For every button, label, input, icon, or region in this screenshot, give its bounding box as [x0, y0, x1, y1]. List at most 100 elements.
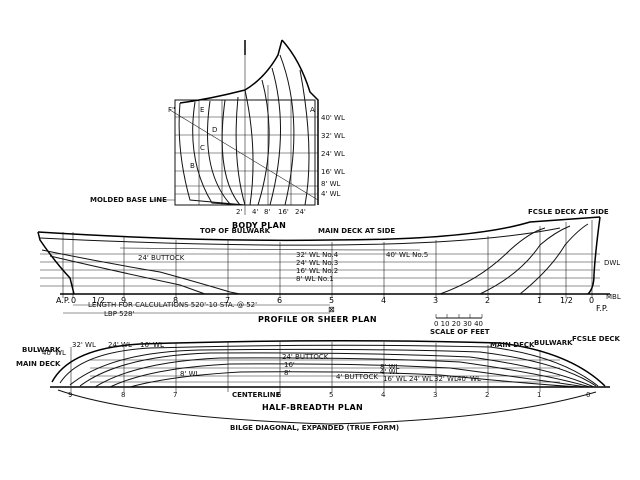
- profile-station-label: 0: [589, 296, 594, 305]
- profile-buttock-fore-2: [479, 225, 571, 295]
- profile-dwl-label: DWL: [604, 259, 620, 267]
- bilge-diagonal-label: BILGE DIAGONAL, EXPANDED (TRUE FORM): [230, 424, 399, 432]
- scale-bar: 0 10 20 30 40 SCALE OF FEET: [430, 314, 490, 336]
- hb-wl-left-label: 8' WL: [180, 370, 200, 378]
- body-plan-section-label: D: [212, 126, 217, 134]
- body-plan-forward-profile: [244, 39, 319, 205]
- half-breadth-plan: BULWARK MAIN DECK 40' WL 32' WL 24' WL 1…: [16, 335, 620, 432]
- profile-bow-contour: [587, 216, 601, 295]
- profile-station-label: 1: [537, 296, 542, 305]
- body-plan-bottom-number: 4': [252, 208, 258, 216]
- hb-station-number: 4: [381, 391, 386, 399]
- profile-station-label: 7: [225, 296, 230, 305]
- body-plan-bottom-number: 8': [264, 208, 270, 216]
- body-plan-wl-label: 8' WL: [321, 180, 341, 188]
- hb-bulwark-right-label: BULWARK: [534, 339, 573, 347]
- profile-station-label: 1/2: [92, 296, 105, 305]
- body-plan-wl-label: 40' WL: [321, 114, 345, 122]
- hb-station-number: 5: [329, 391, 333, 399]
- hb-wl-right-label: 40' WL: [457, 375, 481, 383]
- half-breadth-bulwark: [51, 339, 606, 387]
- half-breadth-buttock-lines: [90, 359, 560, 383]
- profile-station-lines: [62, 220, 593, 298]
- body-plan-wl-label: 4' WL: [321, 190, 341, 198]
- half-breadth-main-deck: [59, 344, 599, 387]
- body-plan-bottom-number: 16': [278, 208, 289, 216]
- profile-mbl-label: MBL: [606, 293, 621, 301]
- hb-wl-right-label: 24' WL: [409, 375, 433, 383]
- profile-diagonal: [119, 247, 421, 251]
- hb-station-number: 9: [68, 391, 72, 399]
- scale-numbers: 0 10 20 30 40: [434, 320, 483, 328]
- body-plan-bottom-number: 24': [295, 208, 306, 216]
- profile-station-label: 8: [173, 296, 178, 305]
- hb-station-number: 2: [485, 391, 489, 399]
- body-plan-wl-label: 16' WL: [321, 168, 345, 176]
- hb-station-number: 1: [537, 391, 541, 399]
- body-plan-wl-label: 32' WL: [321, 132, 345, 140]
- hb-wl-left-label: 24' WL: [108, 341, 132, 349]
- profile-stern-contour: [37, 231, 75, 295]
- hb-fcsle-deck-label: FCSLE DECK: [572, 335, 620, 343]
- body-plan-bottom-number: 2': [236, 208, 242, 216]
- profile-wl-label: 24' WL No.3: [296, 259, 338, 267]
- body-plan-section-label: E: [200, 106, 204, 114]
- profile-wl-label: 32' WL No.4: [296, 251, 339, 259]
- profile-buttock-fore-3: [519, 223, 589, 295]
- profile-fcsle-deck-label: FCSLE DECK AT SIDE: [528, 208, 609, 216]
- bilge-diagonal-expanded: [57, 389, 597, 425]
- hb-bulwark-left-label: BULWARK: [22, 346, 61, 354]
- hb-wl-left-label: 16' WL: [140, 341, 164, 349]
- hb-wl-right-label: 32' WL: [434, 375, 458, 383]
- profile-station-label: A.P.: [56, 296, 70, 305]
- hb-wl-right-label: 4' WL: [380, 368, 400, 376]
- body-plan-diagonal: [169, 109, 319, 201]
- body-plan-waterline-grid: [175, 116, 318, 195]
- body-plan-deck-line: [179, 39, 283, 104]
- profile-station-label: 5: [329, 296, 334, 305]
- hb-wl-right-label: 16' WL: [383, 375, 407, 383]
- hb-buttock-label: 24' BUTTOCK: [282, 353, 329, 361]
- body-plan-section-label: F": [168, 106, 175, 114]
- profile-station-label: 3: [433, 296, 438, 305]
- profile-wl-label: 8' WL No.1: [296, 275, 334, 283]
- profile-midship-mark: ⊠: [328, 305, 335, 314]
- profile-station-label: 2: [485, 296, 490, 305]
- body-plan: F" E D C B A 40' WL 32' WL 24' WL 16' WL…: [90, 39, 345, 230]
- body-plan-wl-label: 24' WL: [321, 150, 345, 158]
- body-plan-title: BODY PLAN: [232, 221, 286, 230]
- body-plan-section-label: B: [190, 162, 195, 170]
- profile-buttock-fore-1: [439, 227, 546, 295]
- body-plan-aft-sections: [178, 96, 246, 206]
- hb-main-deck-left-label: MAIN DECK: [16, 360, 61, 368]
- body-plan-buttock-grid: [198, 55, 292, 205]
- hb-centerline-label: CENTERLINE: [232, 391, 281, 399]
- body-plan-section-label: A: [310, 106, 315, 114]
- profile-station-label: 4: [381, 296, 386, 305]
- hb-buttock-label: 16': [284, 361, 295, 369]
- length-calc-label: LENGTH FOR CALCULATIONS 520'-10 STA. @ 5…: [88, 301, 257, 309]
- profile-plan: TOP OF BULWARK MAIN DECK AT SIDE FCSLE D…: [37, 208, 621, 336]
- profile-buttock-24: [41, 249, 241, 295]
- profile-wl5-label: 40' WL No.5: [386, 251, 428, 259]
- profile-buttock-label: 24' BUTTOCK: [138, 254, 185, 262]
- profile-station-label: 1/2: [560, 296, 573, 305]
- hb-wl-left-label: 40' WL: [42, 349, 66, 357]
- profile-buttock-16: [49, 255, 206, 295]
- hb-buttock-4-label: 4' BUTTOCK: [336, 373, 378, 381]
- profile-wl-label: 16' WL No.2: [296, 267, 338, 275]
- profile-main-deck-label: MAIN DECK AT SIDE: [318, 227, 395, 235]
- profile-station-label: 9: [121, 296, 126, 305]
- hb-station-number: 8: [121, 391, 125, 399]
- profile-station-label: F.P.: [596, 304, 608, 313]
- hb-main-deck-right-label: MAIN DECK: [490, 341, 535, 349]
- profile-station-label: 0: [71, 296, 76, 305]
- hb-wl-left-label: 32' WL: [72, 341, 96, 349]
- hb-buttock-label: 8': [284, 369, 290, 377]
- body-plan-section-label: C: [200, 144, 205, 152]
- hb-station-number: 6: [277, 391, 282, 399]
- profile-main-deck: [39, 227, 561, 246]
- profile-station-label: 6: [277, 296, 282, 305]
- lbp-label: LBP 528': [104, 310, 135, 318]
